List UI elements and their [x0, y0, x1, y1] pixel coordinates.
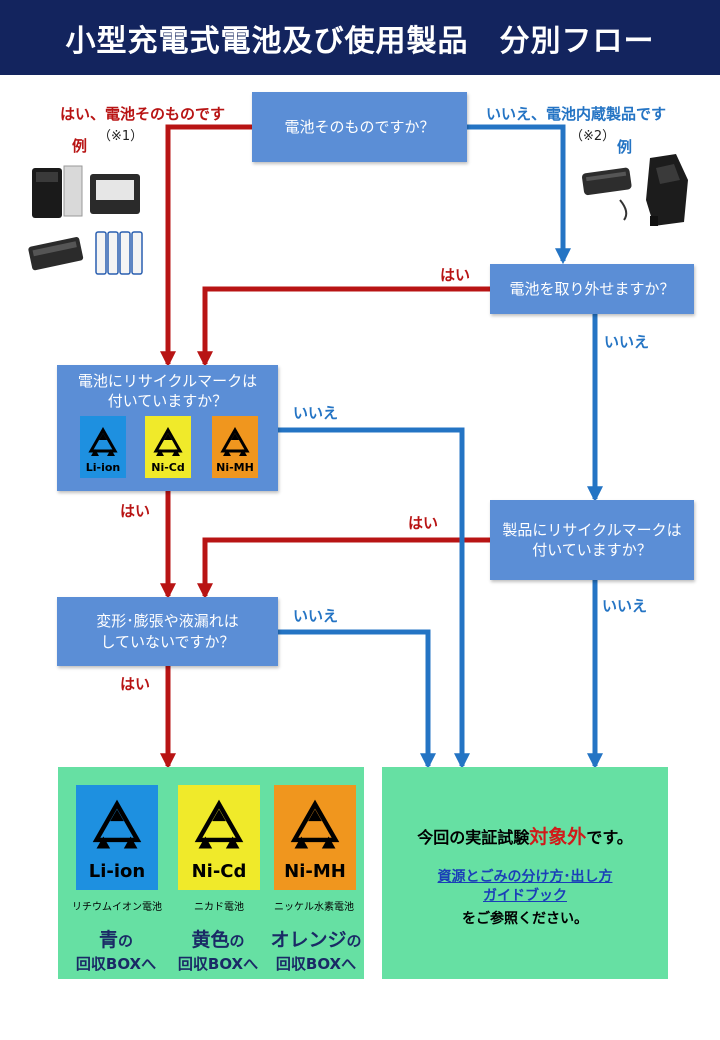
bin-color-suffix: の [346, 932, 362, 950]
excluded-panel [382, 767, 668, 979]
label-no-built-in: いいえ、電池内蔵製品です [486, 105, 667, 123]
guidebook-link[interactable]: 資源とごみの分け方･出し方 ガイドブック [382, 868, 668, 906]
bin-tag: Ni-MH [284, 861, 346, 882]
bin-destination: 回収BOXへ [275, 954, 357, 973]
label-q4-yes: はい [408, 514, 439, 532]
battery-example-photos [28, 165, 143, 275]
label-q4-no: いいえ [602, 597, 648, 615]
mark-tag: Li-ion [85, 461, 121, 474]
recycle-icon [290, 799, 340, 849]
bin-color-suffix: の [229, 932, 245, 950]
arrow-q5-no [278, 629, 437, 770]
arrow-q2-yes [196, 286, 490, 368]
guidebook-refer-text: をご参照ください。 [462, 911, 588, 927]
bin-li-ion-sub: リチウムイオン電池 [72, 902, 162, 913]
bin-tag: Li-ion [88, 861, 146, 882]
label-q5-no: いいえ [293, 607, 339, 625]
question-removable: 電池を取り外せますか？ [490, 264, 694, 314]
label-q2-no: いいえ [604, 333, 650, 351]
label-note1: （※1） [98, 129, 144, 144]
excluded-suffix: です。 [586, 828, 633, 847]
mark-tag: Ni-MH [216, 461, 254, 474]
label-example-right: 例 [617, 138, 633, 156]
guidebook-link-line2[interactable]: ガイドブック [483, 887, 567, 904]
excluded-prefix: 今回の実証試験 [417, 828, 530, 847]
bin-ni-mh-sub: ニッケル水素電池 [274, 902, 354, 913]
arrow-q4-yes [196, 537, 490, 600]
label-q5-yes: はい [120, 675, 151, 693]
recycle-icon [220, 427, 250, 456]
built-in-example-photos [581, 154, 688, 226]
bin-color-suffix: の [118, 932, 134, 950]
bin-ni-mh-label: オレンジの 回収BOXへ [264, 928, 368, 974]
question-is-battery: 電池そのものですか？ [252, 92, 467, 162]
bin-ni-cd-label: 黄色の 回収BOXへ [166, 928, 270, 974]
bin-color-name: オレンジ [270, 929, 347, 951]
arrow-q1-yes [159, 124, 252, 368]
arrow-q3-no [278, 427, 471, 770]
bin-color-name: 青 [98, 929, 118, 951]
bin-li-ion-label: 青の 回収BOXへ [62, 928, 170, 974]
bin-li-ion-mark: Li-ion [76, 785, 158, 890]
question-product-mark: 製品にリサイクルマークは 付いていますか？ [490, 500, 694, 580]
arrow-q1-no [467, 124, 572, 265]
recycle-icon [153, 427, 183, 456]
excluded-text: 今回の実証試験対象外です。 [382, 822, 668, 849]
label-q3-no: いいえ [293, 404, 339, 422]
label-note2: （※2） [570, 129, 616, 144]
label-q3-yes: はい [120, 502, 151, 520]
excluded-highlight: 対象外 [529, 826, 587, 848]
label-example-left: 例 [72, 137, 88, 155]
bin-tag: Ni-Cd [191, 861, 247, 882]
mark-ni-cd: Ni-Cd [145, 416, 191, 478]
question-deformed: 変形･膨張や液漏れは していないですか？ [57, 597, 278, 666]
mark-ni-mh: Ni-MH [212, 416, 258, 478]
bin-ni-mh-mark: Ni-MH [274, 785, 356, 890]
mark-li-ion: Li-ion [80, 416, 126, 478]
question-battery-mark-text: 電池にリサイクルマークは 付いていますか？ [77, 372, 258, 411]
bin-ni-cd-mark: Ni-Cd [178, 785, 260, 890]
recycle-icon [194, 799, 244, 849]
recycle-icon [92, 799, 142, 849]
mark-tag: Ni-Cd [151, 461, 185, 474]
label-q2-yes: はい [440, 266, 471, 284]
page-title: 小型充電式電池及び使用製品 分別フロー [0, 0, 720, 75]
bin-ni-cd-sub: ニカド電池 [194, 902, 244, 913]
recycle-icon [88, 427, 118, 456]
bin-color-name: 黄色 [191, 929, 230, 951]
guidebook-link-line1[interactable]: 資源とごみの分け方･出し方 [437, 869, 613, 885]
bin-destination: 回収BOXへ [177, 954, 259, 973]
label-yes-battery: はい、電池そのものです [60, 105, 226, 123]
bin-destination: 回収BOXへ [75, 954, 157, 973]
